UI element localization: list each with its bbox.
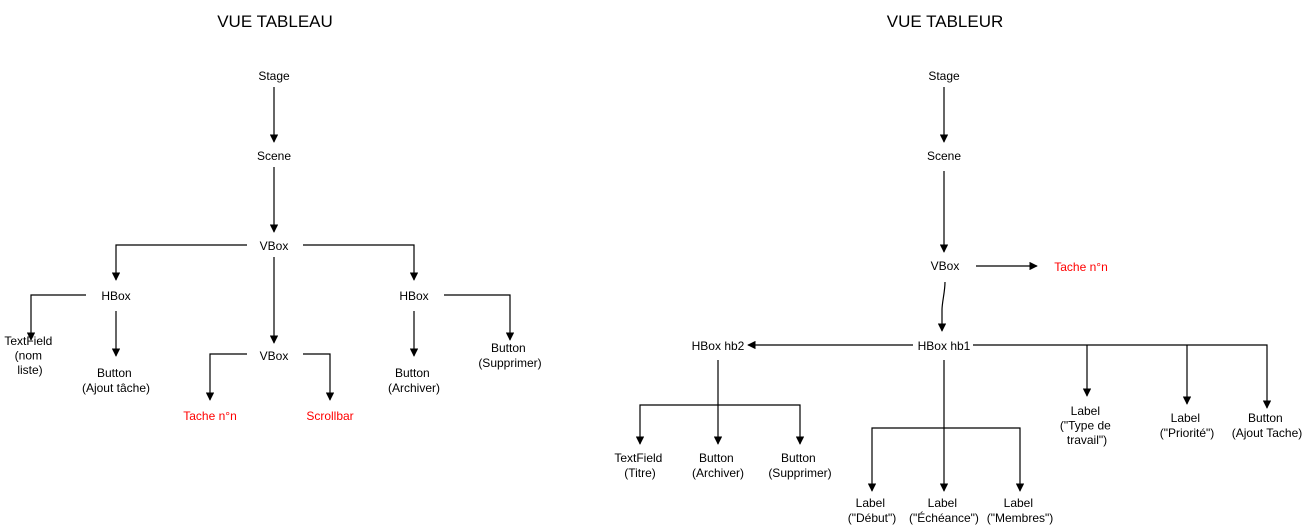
- edge-vbox-hbox-hb1: [937, 281, 947, 332]
- edge-hbox-button-supprimer: [444, 294, 515, 341]
- node-hbox-hb2: HBox hb2: [692, 339, 745, 353]
- node-scene: Scene: [927, 149, 961, 163]
- diagram-vue-tableur: VUE TABLEUR Stage Scene VB: [614, 12, 1302, 525]
- edge-hb1-button-ajout-tache: [973, 344, 1272, 409]
- node-label-priorite: Label ("Priorité"): [1160, 411, 1215, 440]
- node-button-ajout-tache: Button (Ajout tâche): [82, 366, 150, 395]
- node-hbox-hb1: HBox hb1: [918, 339, 971, 353]
- edge-vbox-inner-scrollbar: [303, 353, 335, 401]
- node-textfield-titre: TextField (Titre): [614, 451, 665, 480]
- node-button-archiver: Button (Archiver): [388, 366, 440, 395]
- node-tache: Tache n°n: [1054, 260, 1108, 274]
- edge-hb2-button-supprimer: [718, 404, 805, 445]
- edges: [635, 87, 1272, 492]
- diagram-vue-tableau: VUE TABLEAU Stage Scene VBox: [4, 12, 541, 423]
- node-tache: Tache n°n: [183, 409, 237, 423]
- edge-hb1-label-membres: [944, 427, 1025, 492]
- edge-hbox-textfield: [26, 294, 86, 341]
- edges: [26, 87, 515, 401]
- node-button-ajout-tache: Button (Ajout Tache): [1232, 411, 1302, 440]
- edge-vbox-inner-tache: [205, 353, 247, 401]
- node-stage: Stage: [258, 69, 290, 83]
- diagram-title: VUE TABLEAU: [217, 12, 333, 31]
- node-stage: Stage: [928, 69, 960, 83]
- node-button-supprimer: Button (Supprimer): [478, 341, 541, 370]
- node-vbox: VBox: [260, 239, 289, 253]
- nodes: Stage Scene VBox Tache n°n HBox hb1 HBox…: [614, 69, 1302, 525]
- edge-vbox-hbox-right: [303, 244, 419, 281]
- node-label-type-de-travail: Label ("Type de travail"): [1060, 404, 1114, 447]
- node-vbox: VBox: [931, 259, 960, 273]
- edge-hb1-label-debut: [867, 427, 944, 492]
- node-hbox-right: HBox: [399, 289, 428, 303]
- nodes: Stage Scene VBox HBox TextField (nom lis…: [4, 69, 541, 423]
- edge-hb2-textfield: [635, 404, 718, 445]
- node-button-supprimer: Button (Supprimer): [768, 451, 831, 480]
- node-scene: Scene: [257, 149, 291, 163]
- node-vbox-inner: VBox: [260, 349, 289, 363]
- edge-vbox-hbox-left: [111, 244, 247, 281]
- node-button-archiver: Button (Archiver): [692, 451, 744, 480]
- diagram-title: VUE TABLEUR: [887, 12, 1004, 31]
- node-label-debut: Label ("Début"): [848, 496, 897, 525]
- node-scrollbar: Scrollbar: [306, 409, 353, 423]
- node-hbox-left: HBox: [101, 289, 130, 303]
- node-label-membres: Label ("Membres"): [987, 496, 1054, 525]
- node-textfield: TextField (nom liste): [4, 334, 55, 377]
- node-label-echeance: Label ("Échéance"): [909, 496, 979, 525]
